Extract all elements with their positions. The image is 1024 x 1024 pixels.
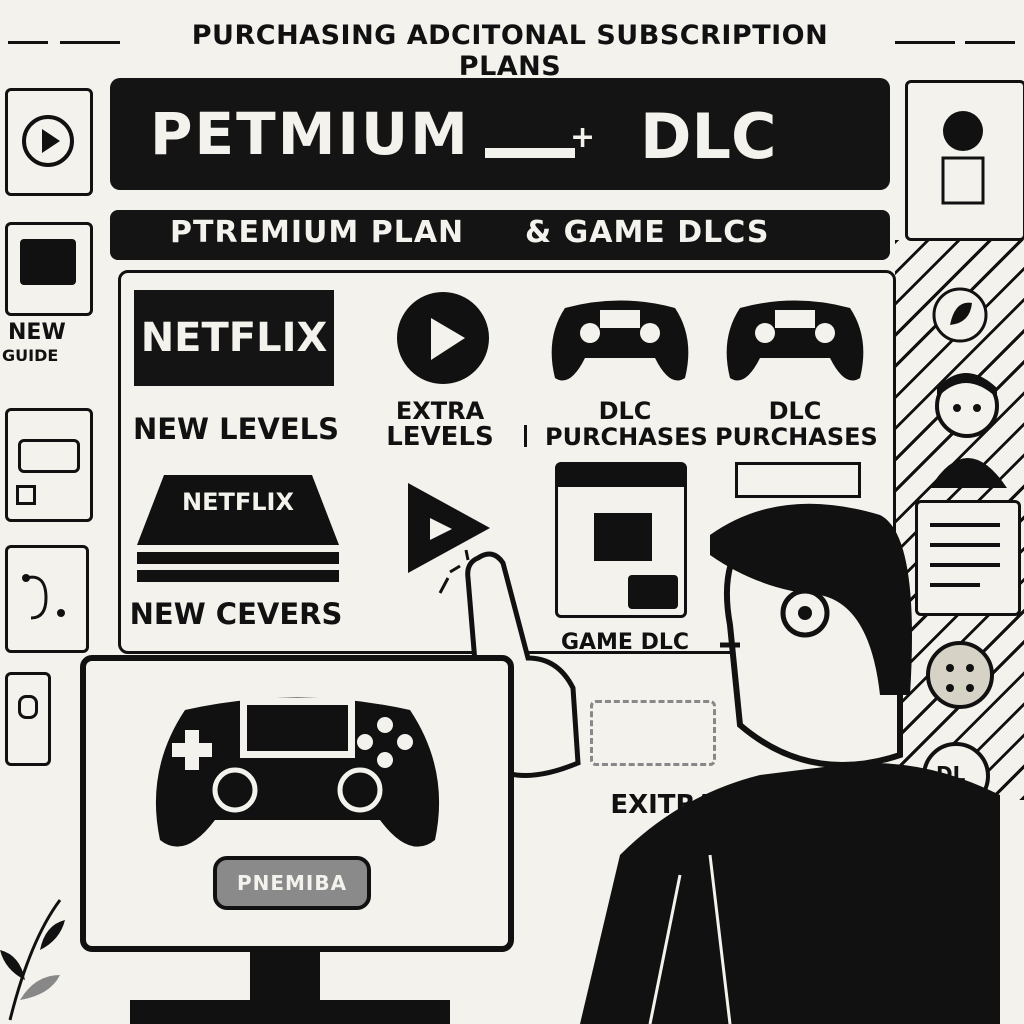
banner-connector xyxy=(485,148,575,158)
leaf-icon xyxy=(932,287,988,343)
plant-icon xyxy=(0,899,65,1021)
sidebar-video-card[interactable] xyxy=(5,88,93,196)
netflix-logo-tile[interactable]: NETFLIX xyxy=(134,290,334,386)
divider xyxy=(524,425,527,447)
play-icon xyxy=(22,115,74,167)
tile-label-new-cevers: NEW CEVERS xyxy=(129,597,343,631)
dlc-image-icon xyxy=(594,513,652,561)
face-icon xyxy=(926,641,994,709)
toggle-icon xyxy=(18,439,80,473)
tile-label-dlc-2-line1: DLC xyxy=(768,397,822,425)
sidebar-text-line2: GUIDE xyxy=(2,346,59,365)
faded-card xyxy=(590,700,716,766)
hero-banner xyxy=(110,78,890,190)
gamepad-icon[interactable] xyxy=(545,288,695,388)
tile-label-extra-line2: LEVELS xyxy=(386,422,494,452)
tile-label-dlc-2-line2: PURCHASES xyxy=(715,423,878,451)
avatar xyxy=(930,373,1007,488)
netflix-logo: NETFLIX xyxy=(140,315,328,361)
monitor-stand xyxy=(250,948,320,1003)
tile-label-extra-line1: EXTRA xyxy=(395,397,485,425)
tile-label-dlc-1-line2: PURCHASES xyxy=(545,423,708,451)
sidebar-list-card[interactable] xyxy=(915,500,1021,616)
banner-title-left: PETMIUM xyxy=(150,100,470,168)
tile-label-new-levels: NEW LEVELS xyxy=(132,412,340,446)
gamepad-icon[interactable] xyxy=(720,288,870,388)
sidebar-card-3[interactable] xyxy=(5,408,93,522)
gamepad-icon[interactable] xyxy=(145,690,450,860)
screen-icon xyxy=(20,239,76,285)
subtitle-bar xyxy=(110,210,890,260)
premium-button-label: PNEMIBA xyxy=(236,871,348,895)
monitor-base xyxy=(130,1000,450,1024)
person-icon xyxy=(941,111,985,205)
sidebar-card-5[interactable] xyxy=(5,672,51,766)
extra-label: EXITRA xyxy=(610,790,716,820)
path-icon xyxy=(22,574,65,620)
sidebar-text-line1: NEW xyxy=(8,320,66,345)
play-triangle-icon[interactable] xyxy=(400,478,495,578)
dot-icon xyxy=(18,695,38,719)
page-title: PURCHASING ADCITONAL SUBSCRIPTION PLANS xyxy=(191,20,829,82)
card-tab xyxy=(735,462,861,498)
subtitle-right: & GAME DLCS xyxy=(525,215,770,250)
premium-button[interactable]: PNEMIBA xyxy=(213,856,371,910)
sidebar-avatar-card[interactable] xyxy=(905,80,1024,241)
game-dlc-card[interactable] xyxy=(555,462,687,618)
checkbox-icon xyxy=(16,485,36,505)
stacked-netflix-tile[interactable] xyxy=(134,470,342,588)
plus-icon: + xyxy=(570,120,596,155)
sidebar-card-4[interactable] xyxy=(5,545,89,653)
tile-label-game-dlc: GAME DLC xyxy=(560,630,690,655)
play-icon[interactable] xyxy=(395,290,491,386)
banner-title-right: DLC xyxy=(640,100,777,173)
netflix-logo: NETFLIX xyxy=(182,488,294,516)
sidebar-screen-card[interactable] xyxy=(5,222,93,316)
subtitle-left: PTREMIUM PLAN xyxy=(170,215,465,250)
tile-label-dlc-1-line1: DLC xyxy=(598,397,652,425)
person-illustration xyxy=(580,503,1000,1024)
